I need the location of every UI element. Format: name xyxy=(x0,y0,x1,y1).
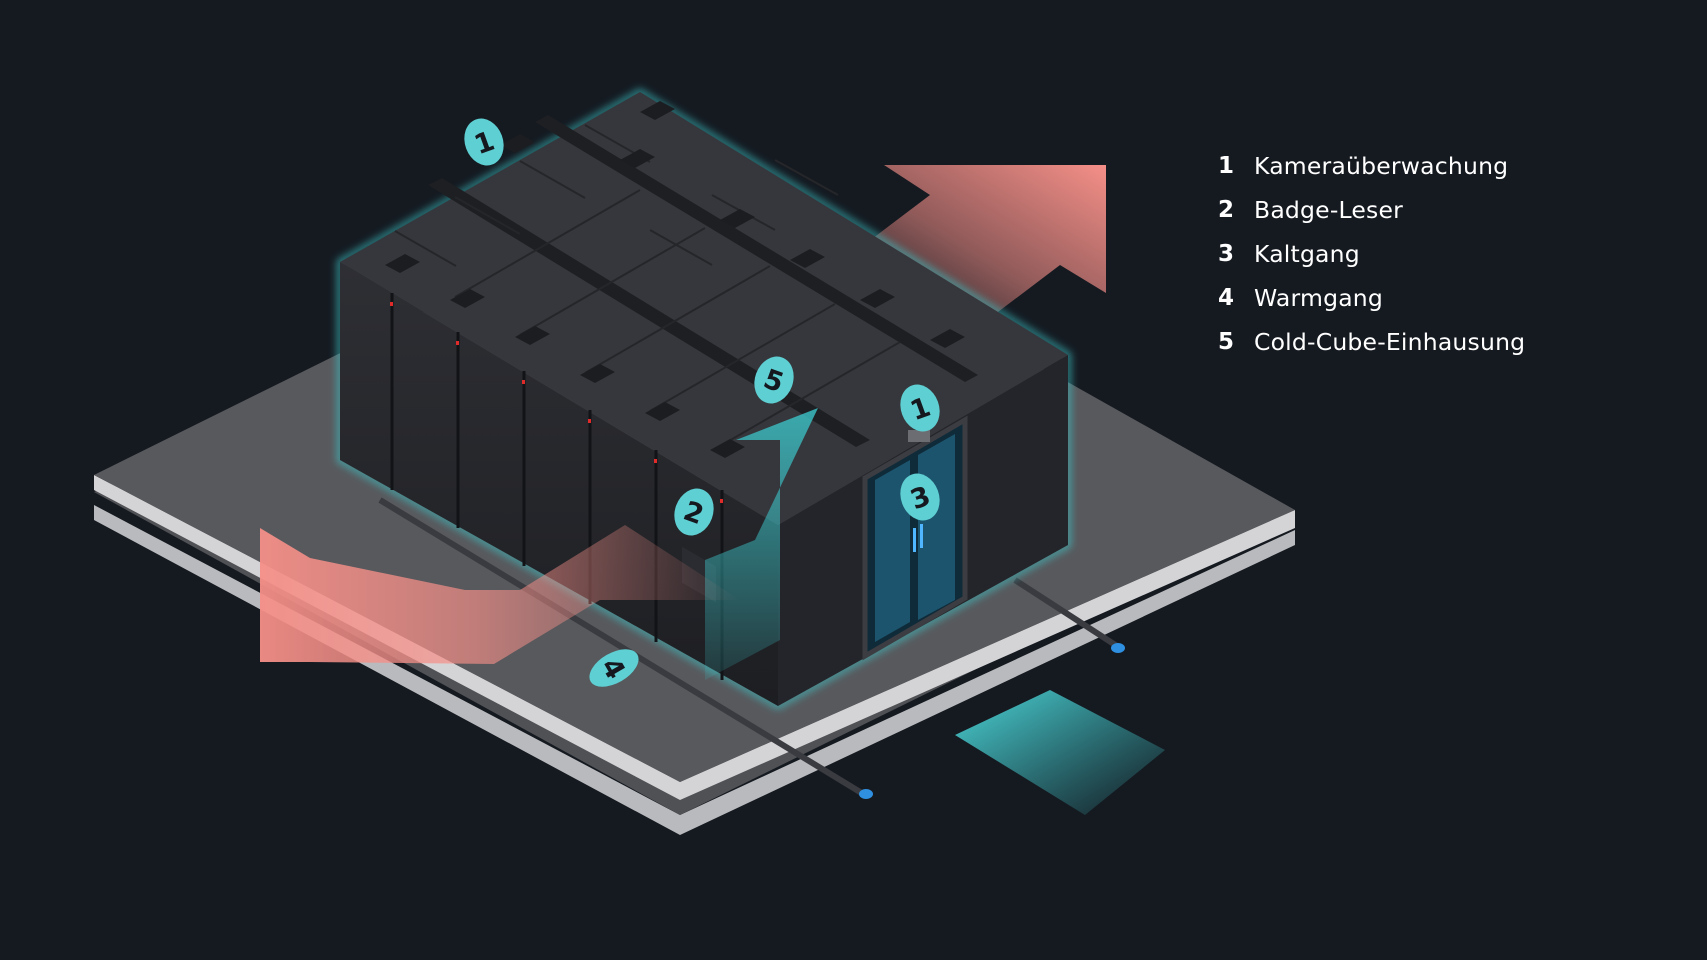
aisle-ridge-back xyxy=(535,115,978,382)
legend-number: 4 xyxy=(1218,285,1235,311)
legend-label: Warmgang xyxy=(1254,284,1384,312)
cold-aisle-door xyxy=(862,415,968,661)
cold-air-arrow-up xyxy=(705,408,818,680)
legend-number: 5 xyxy=(1218,329,1235,355)
rack-top-vents xyxy=(385,101,965,458)
legend-item-camera: 1 Kameraüberwachung xyxy=(1218,144,1525,188)
marker-circle xyxy=(464,118,504,166)
marker-badge-reader: 2 xyxy=(674,488,714,536)
legend-item-containment: 5 Cold-Cube-Einhausung xyxy=(1218,320,1525,364)
legend-item-badge-reader: 2 Badge-Leser xyxy=(1218,188,1525,232)
legend: 1 Kameraüberwachung 2 Badge-Leser 3 Kalt… xyxy=(1218,144,1525,364)
rack-top-seams xyxy=(394,124,901,450)
marker-circle xyxy=(900,473,940,521)
door-glass-right xyxy=(918,434,955,620)
legend-number: 3 xyxy=(1218,241,1235,267)
pipe-left xyxy=(378,497,867,798)
marker-circle xyxy=(674,488,714,536)
pipe-end-left xyxy=(859,789,873,799)
legend-number: 2 xyxy=(1218,197,1235,223)
marker-camera-left: 1 xyxy=(464,118,504,166)
marker-containment: 5 xyxy=(754,356,794,404)
door-camera xyxy=(908,430,930,442)
cold-air-floor-stream xyxy=(955,690,1165,815)
marker-circle xyxy=(754,356,794,404)
hot-air-arrow-front xyxy=(260,525,740,664)
legend-item-hot-aisle: 4 Warmgang xyxy=(1218,276,1525,320)
legend-item-cold-aisle: 3 Kaltgang xyxy=(1218,232,1525,276)
rack-status-leds xyxy=(390,302,723,503)
legend-number: 1 xyxy=(1218,153,1235,179)
door-glass-left xyxy=(875,460,910,642)
marker-circle xyxy=(589,649,639,687)
legend-label: Badge-Leser xyxy=(1254,196,1403,224)
legend-label: Kaltgang xyxy=(1254,240,1360,268)
rack-block-top xyxy=(340,92,1068,525)
marker-camera-right: 1 xyxy=(900,384,940,432)
legend-label: Cold-Cube-Einhausung xyxy=(1254,328,1526,356)
marker-cold-aisle: 3 xyxy=(900,473,940,521)
pipe-right xyxy=(1013,577,1122,651)
legend-label: Kameraüberwachung xyxy=(1254,152,1509,180)
pipe-end-right xyxy=(1111,643,1125,653)
marker-hot-aisle: 4 xyxy=(589,649,639,687)
door-handle-1 xyxy=(913,528,916,552)
door-handle-2 xyxy=(920,524,923,548)
marker-circle xyxy=(900,384,940,432)
